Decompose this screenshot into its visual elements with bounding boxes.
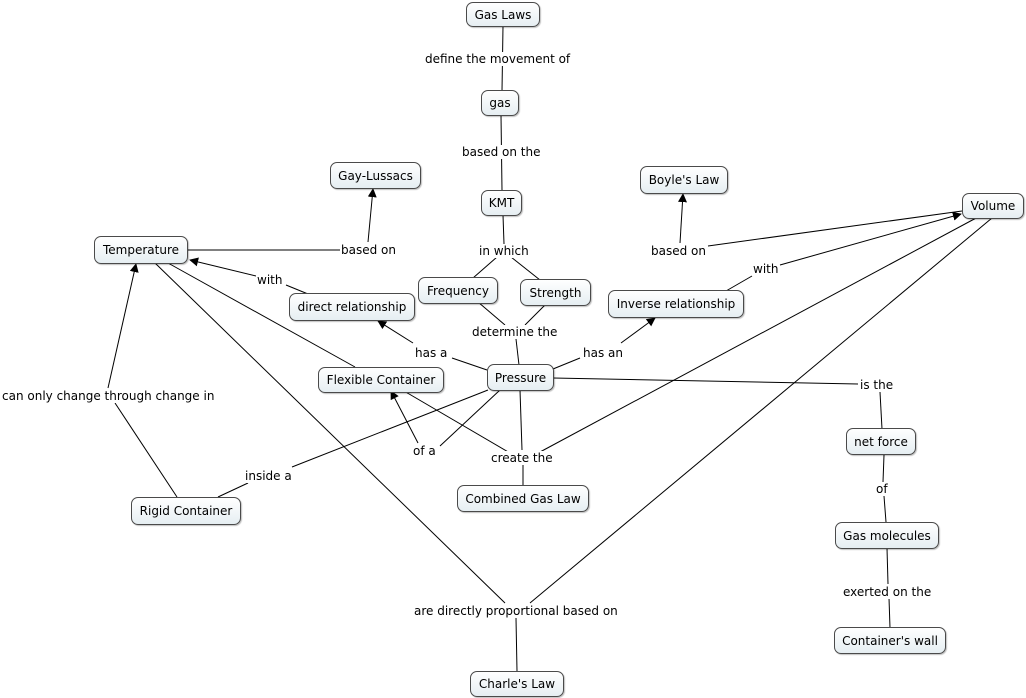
node-combined-gas-law[interactable]: Combined Gas Law [457,485,589,512]
node-net-force[interactable]: net force [846,428,916,455]
connector [107,263,139,389]
node-inverse-relationship[interactable]: Inverse relationship [608,290,744,318]
connector [539,216,979,453]
node-temperature[interactable]: Temperature [94,236,188,264]
connector [879,391,883,430]
connector [189,257,257,277]
connector [367,188,377,243]
link-label-with-inverse: with [752,262,780,276]
node-gas[interactable]: gas [481,90,519,116]
node-containers-wall[interactable]: Container's wall [834,627,946,654]
connector [291,389,489,468]
connector [285,284,309,295]
node-direct-relationship[interactable]: direct relationship [289,293,415,321]
link-label-based-on-the: based on the [461,145,542,159]
node-gas-molecules[interactable]: Gas molecules [835,522,939,549]
connector [510,256,541,281]
connector [886,547,889,585]
node-gas-laws[interactable]: Gas Laws [466,2,540,27]
node-boyles-law[interactable]: Boyle's Law [640,166,728,194]
node-pressure[interactable]: Pressure [487,364,554,391]
connector [502,214,505,245]
connector [167,262,356,368]
connector [779,211,962,266]
node-charles-law[interactable]: Charle's Law [470,671,564,697]
connector [519,389,523,451]
link-label-is-the: is the [859,378,895,392]
connector [377,320,414,344]
connector [552,377,859,385]
connector [217,482,249,498]
connector [114,402,178,498]
connector [515,617,518,672]
connector [707,210,963,247]
connector [529,217,993,604]
connector [477,301,506,326]
connector [552,357,581,370]
connector [390,390,419,444]
node-kmt[interactable]: KMT [481,190,522,216]
link-label-of-a: of a [412,444,437,458]
connector [472,256,498,279]
connector [883,495,887,523]
connector [678,193,687,244]
node-strength[interactable]: Strength [520,279,591,306]
link-label-define-the-movement-of: define the movement of [424,52,572,66]
node-gay-lussacs[interactable]: Gay-Lussacs [330,162,421,189]
connector [524,304,546,326]
connector [882,454,885,483]
connector [888,597,891,629]
link-label-with-direct: with [256,273,284,287]
link-label-create-the: create the [490,451,554,465]
link-label-are-directly-proportional: are directly proportional based on [413,604,619,618]
link-label-inside-a: inside a [244,469,293,483]
link-label-based-on-temperature: based on [340,243,397,257]
link-label-has-an: has an [582,346,624,360]
node-volume[interactable]: Volume [962,193,1024,219]
link-label-has-a: has a [414,346,449,360]
connector [439,389,501,447]
link-label-exerted-on-the: exerted on the [842,585,933,599]
connector [620,317,656,344]
connector [725,275,753,292]
node-flexible-container[interactable]: Flexible Container [318,367,444,393]
node-frequency[interactable]: Frequency [418,277,498,304]
link-label-determine-the: determine the [471,325,559,339]
connector [154,262,506,604]
connector [451,357,488,371]
connector [403,390,511,454]
link-label-can-only-change: can only change through change in [1,389,216,403]
link-label-based-on-volume: based on [650,244,707,258]
node-rigid-container[interactable]: Rigid Container [131,497,241,525]
connector [515,338,520,366]
link-label-in-which: in which [478,244,530,258]
link-label-of: of [875,482,889,496]
